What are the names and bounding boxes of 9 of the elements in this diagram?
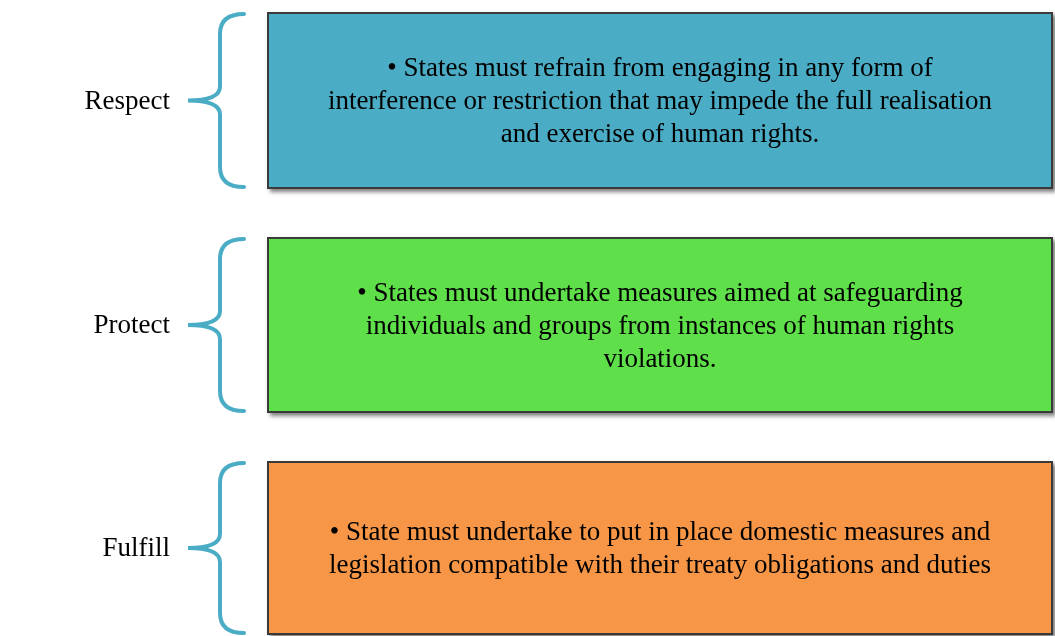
category-label: Protect [92, 311, 170, 338]
category-label: Fulfill [101, 534, 170, 561]
text-box [267, 461, 1053, 635]
category-label: Respect [83, 86, 170, 114]
bullet-text: • States must refrain from engaging in any form of interference or restriction that may impede the full realisation and exercise of human rights. [326, 51, 994, 150]
bullet-text: • States must undertake measures aimed at safeguarding individuals and groups from instances of human rights violations. [356, 275, 964, 375]
text-box [267, 237, 1053, 413]
text-box [267, 12, 1053, 189]
bullet-text: • State must undertake to put in place domestic measures and legislation compatible with their treaty obligations and duties [327, 515, 993, 581]
